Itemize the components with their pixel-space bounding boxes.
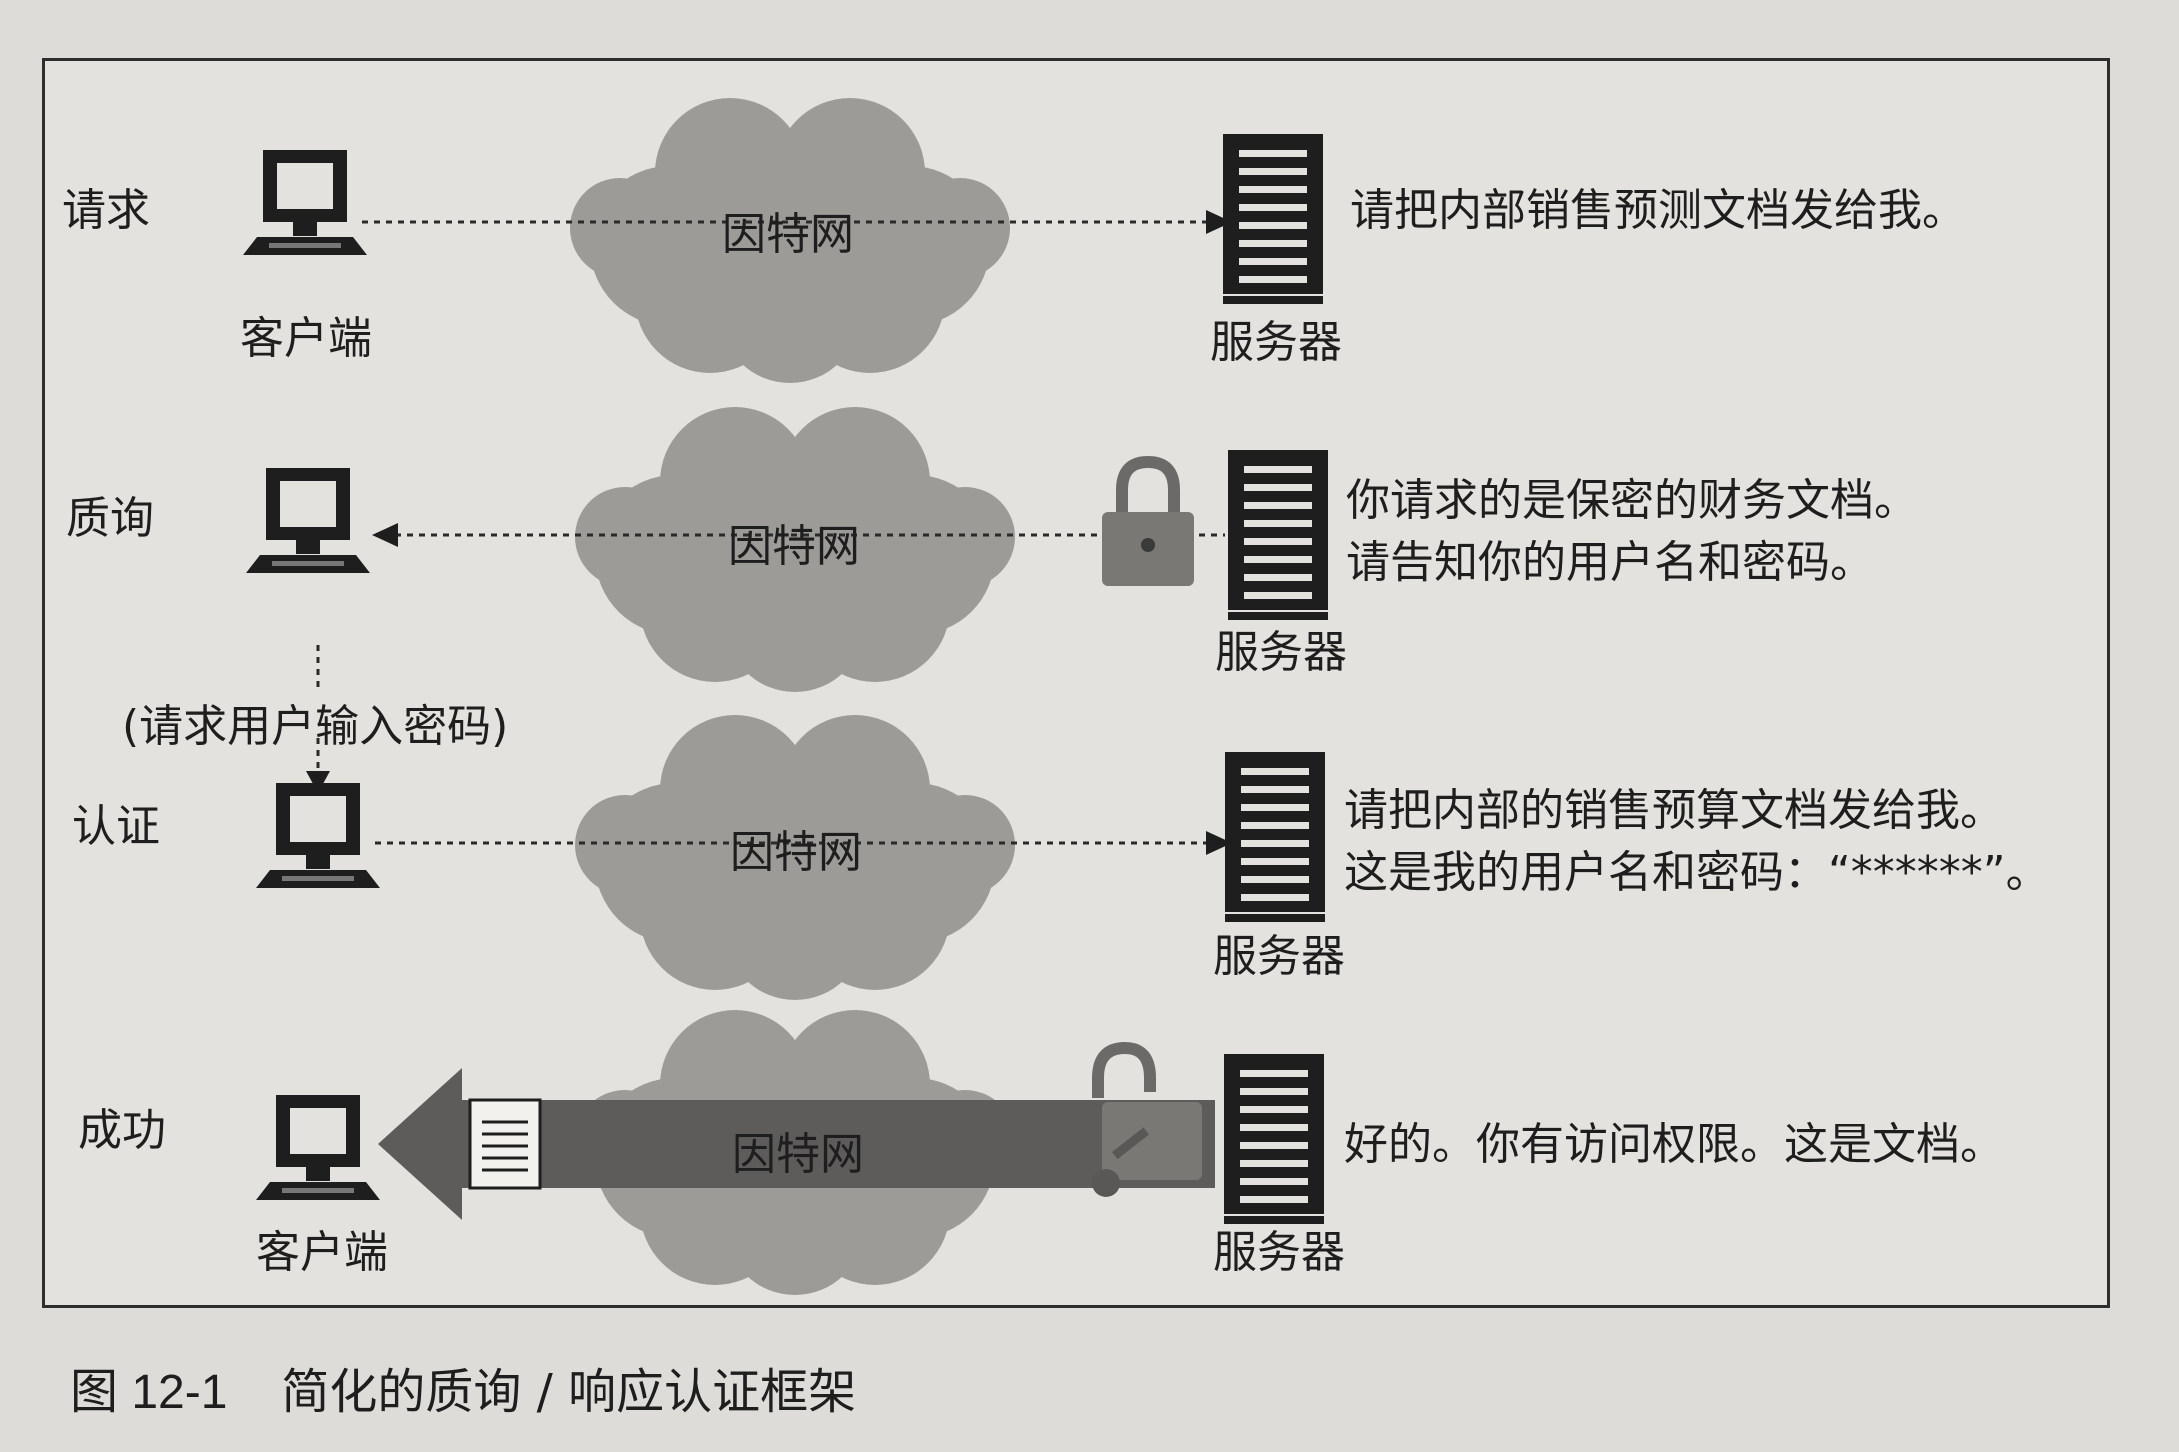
internet-label: 因特网 [730,827,862,878]
server-icon [1228,450,1328,620]
unlocked-padlock-icon [1092,1041,1202,1180]
client-computer-icon [256,783,380,888]
password-prompt-note: (请求用户输入密码) [122,701,509,752]
internet-label: 因特网 [732,1129,864,1180]
server-label: 服务器 [1210,317,1342,368]
step-label-request: 请求 [62,185,150,236]
server-icon [1223,134,1323,304]
figure-number: 图 12-1 [70,1366,228,1419]
server-label: 服务器 [1213,931,1345,982]
server-icon [1225,752,1325,922]
client-computer-icon [243,150,367,255]
key-icon [1092,1127,1150,1197]
client-label: 客户端 [240,313,372,364]
arrowhead-icon [306,771,330,793]
request-message: 请把内部销售预测文档发给我。 [1350,185,1966,236]
row-authentication [256,715,1325,1000]
row-request [243,98,1323,383]
row-challenge [246,407,1328,692]
row-success [256,1010,1324,1295]
arrowhead-icon [1206,210,1232,234]
figure-title: 简化的质询 / 响应认证框架 [281,1364,857,1420]
internet-label: 因特网 [722,209,854,260]
figure-frame [42,58,2110,1308]
document-icon [468,1098,542,1190]
step-label-challenge: 质询 [66,493,154,544]
authentication-message: 请把内部的销售预算文档发给我。 这是我的用户名和密码：“******”。 [1344,785,2050,898]
step-label-success: 成功 [78,1105,166,1156]
step-label-authentication: 认证 [72,801,160,852]
server-label: 服务器 [1213,1227,1345,1278]
arrowhead-icon [372,523,398,547]
figure-caption: 图 12-1 简化的质询 / 响应认证框架 [70,1352,856,1422]
locked-padlock-icon [1102,455,1194,586]
challenge-message: 你请求的是保密的财务文档。 请告知你的用户名和密码。 [1346,475,1918,588]
response-arrow [378,1068,1215,1220]
internet-label: 因特网 [728,521,860,572]
client-computer-icon [246,468,370,573]
client-label: 客户端 [256,1227,388,1278]
server-label: 服务器 [1215,627,1347,678]
success-message: 好的。你有访问权限。这是文档。 [1344,1119,2004,1170]
arrowhead-icon [1206,831,1232,855]
server-icon [1224,1054,1324,1224]
client-computer-icon [256,1095,380,1200]
